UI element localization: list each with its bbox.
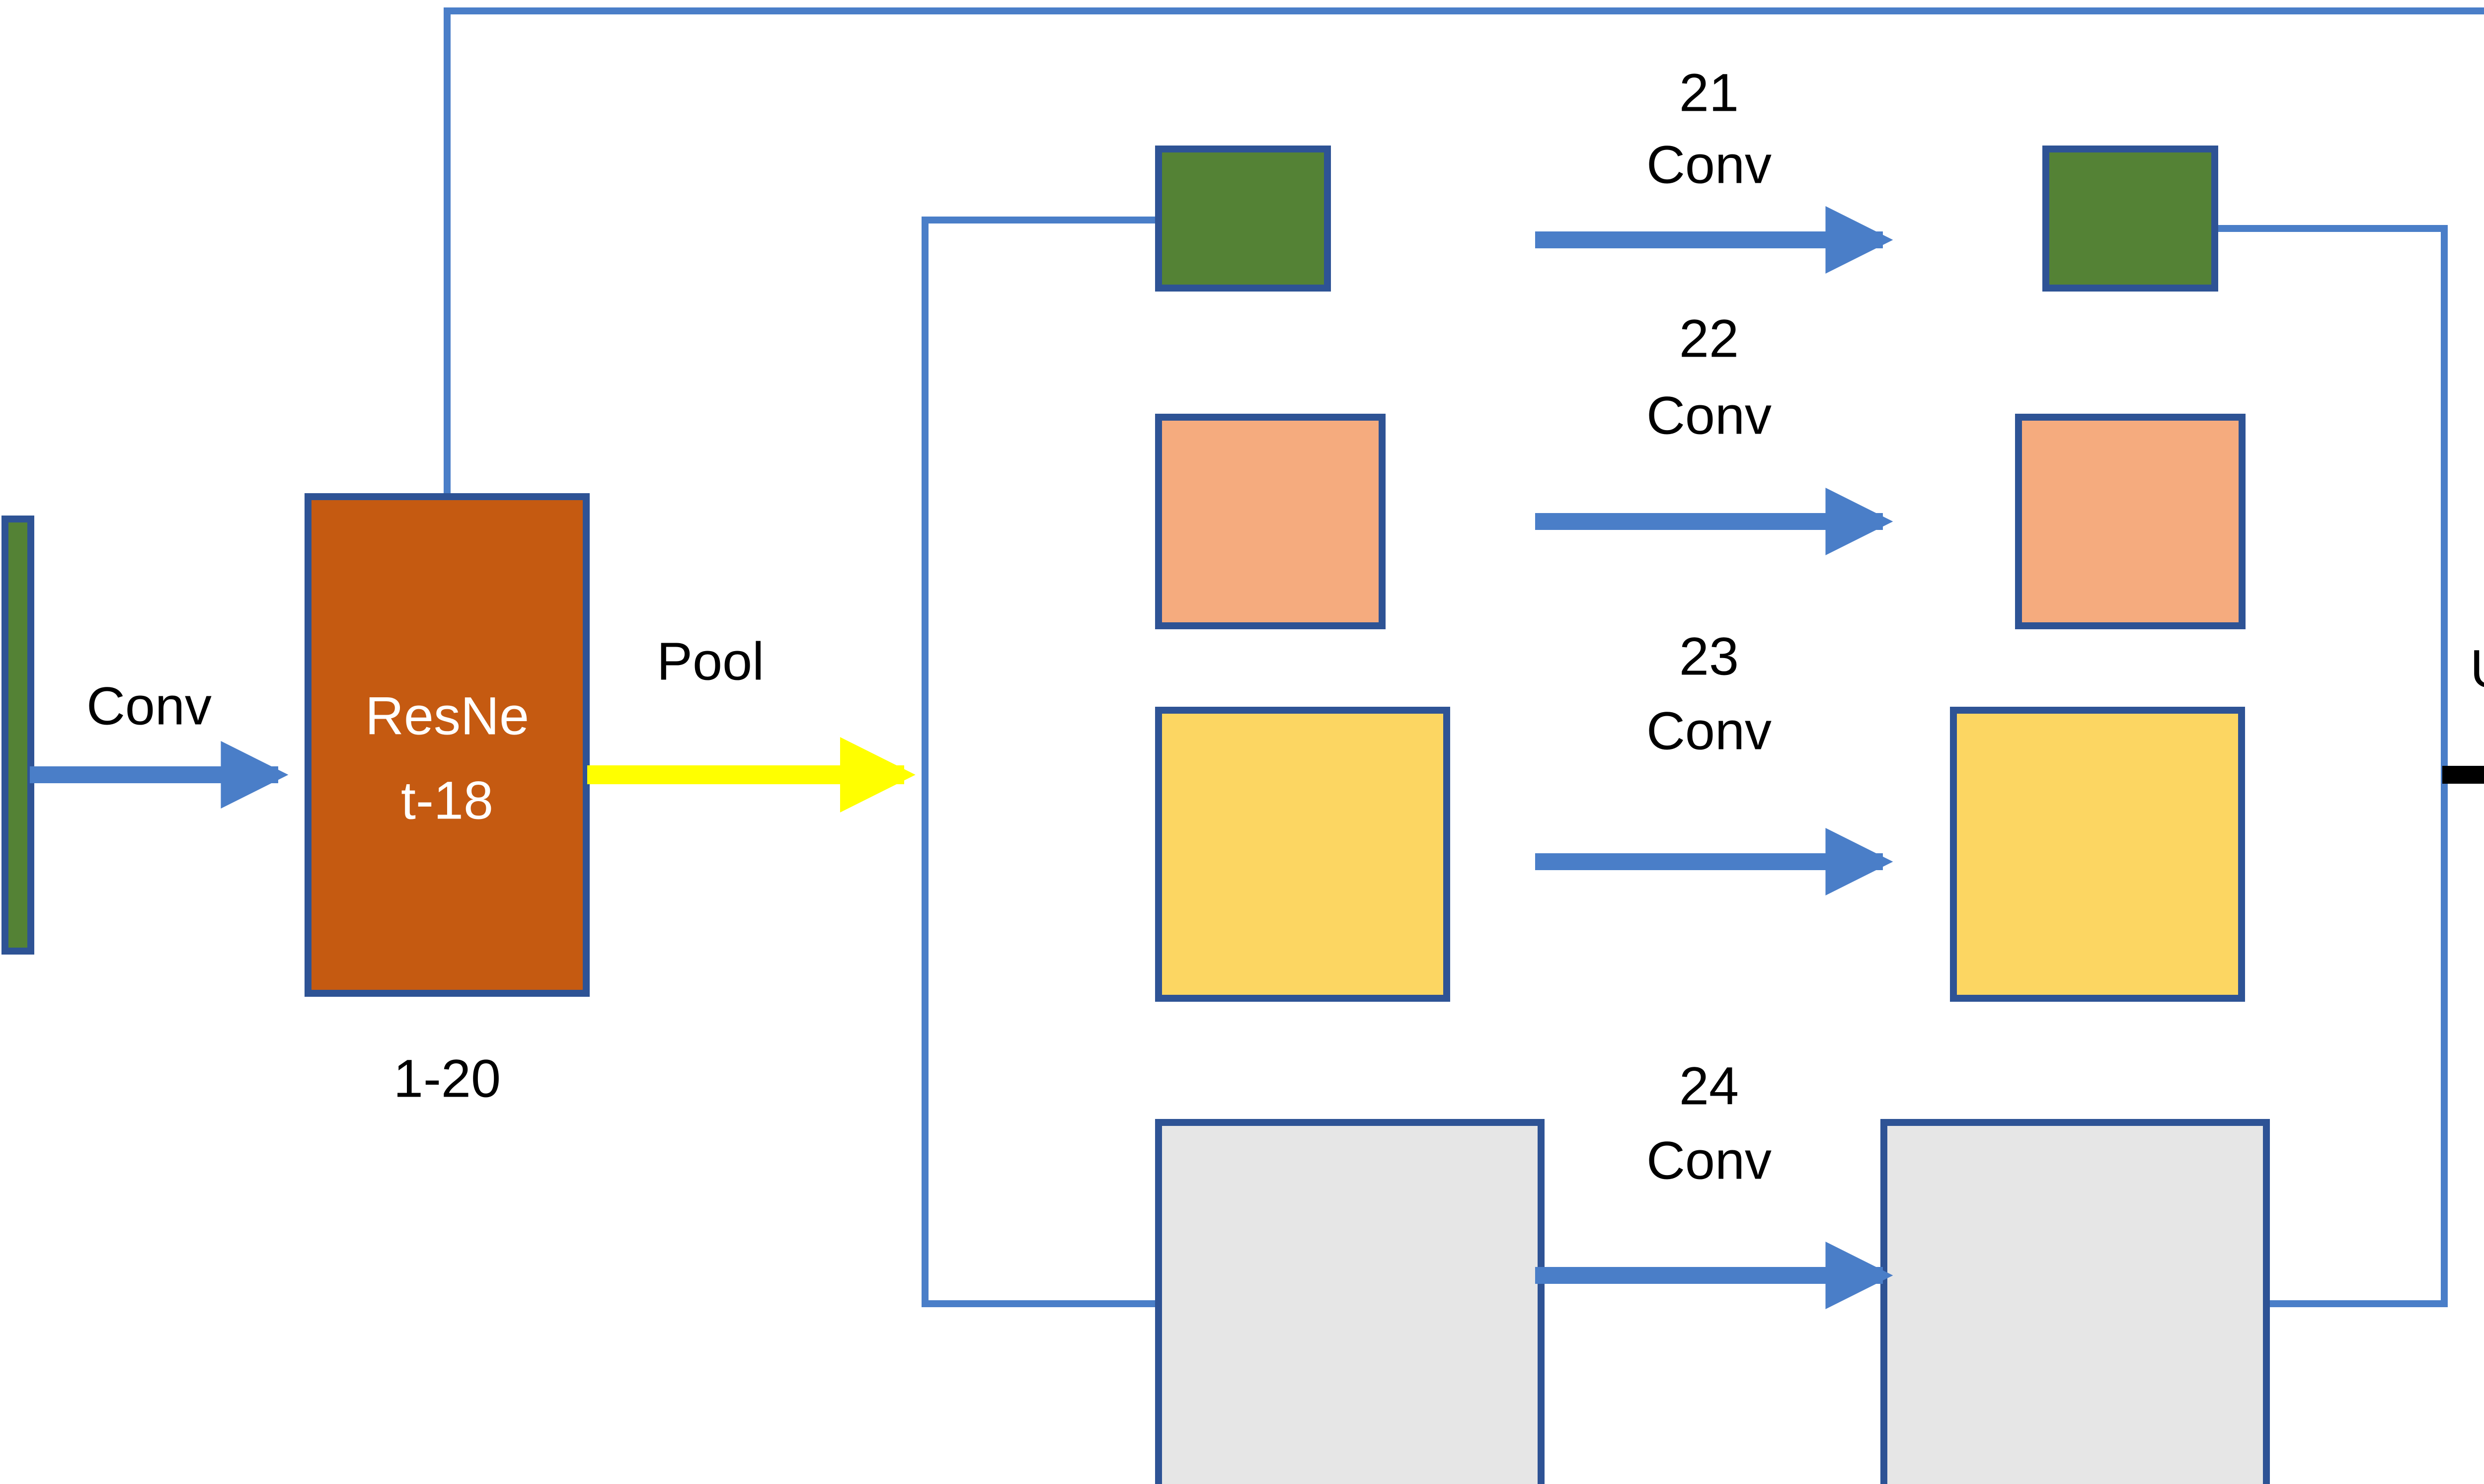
conv-23-op: Conv (1646, 701, 1772, 761)
conv-22-op: Conv (1646, 385, 1772, 445)
branch-23-input-block (1155, 707, 1450, 1002)
branch-22-input-block (1155, 414, 1386, 629)
backbone-label-line2: t-18 (401, 770, 493, 830)
branch-24-output-block (1880, 1119, 2270, 1484)
branch-21-output-block (2042, 146, 2218, 292)
backbone-label-line1: ResNe (365, 686, 529, 746)
upsample-label: Upsample (2470, 639, 2484, 699)
conv-21-number: 21 (1679, 63, 1739, 123)
conv-24-number: 24 (1679, 1056, 1739, 1116)
conv-21-op: Conv (1646, 135, 1772, 195)
branch-24-input-block (1155, 1119, 1545, 1484)
branch-23-output-block (1950, 707, 2245, 1002)
conv-22-number: 22 (1679, 308, 1739, 369)
branch-22-output-block (2015, 414, 2246, 629)
backbone-resnet18-block: ResNe t-18 (305, 493, 590, 997)
branch-distribution-spine (922, 217, 1158, 1307)
input-feature-bar (1, 516, 34, 955)
skip-connection-backbone-to-concat (444, 7, 2484, 497)
pool-label: Pool (657, 631, 764, 691)
conv-24-op: Conv (1646, 1130, 1772, 1190)
backbone-caption: 1-20 (393, 1048, 501, 1109)
conv-23-number: 23 (1679, 626, 1739, 686)
branch-21-input-block (1155, 146, 1331, 292)
conv-input-label: Conv (86, 676, 212, 736)
